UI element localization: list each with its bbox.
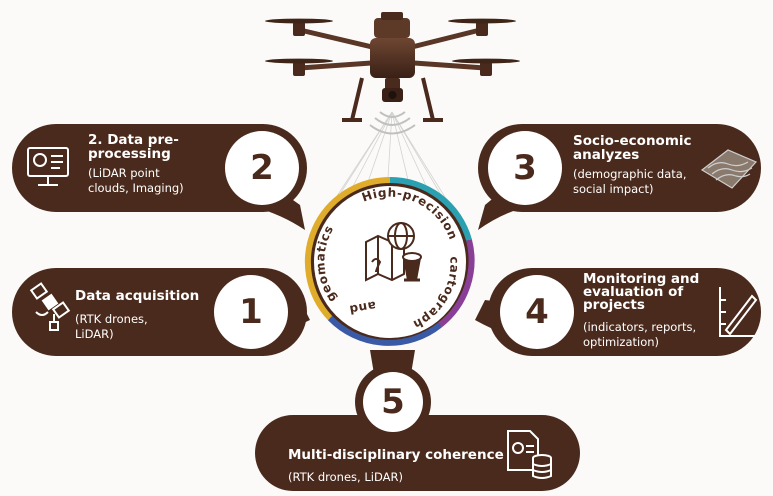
step-3-title: Socio-economic analyzes: [573, 133, 692, 163]
step-4-title: Monitoring and evaluation of projects: [583, 271, 700, 313]
hub-text-bottom: and: [348, 298, 377, 316]
step-2-subtitle: (LiDAR point clouds, Imaging): [88, 166, 184, 195]
ruler-square-icon: [719, 287, 758, 337]
step-3-subtitle: (demographic data, social impact): [573, 167, 687, 196]
document-database-icon: [507, 430, 552, 479]
step-5-number: 5: [381, 382, 405, 422]
terrain-map-icon: [700, 149, 758, 189]
step-1-subtitle: (RTK drones, LiDAR): [75, 312, 148, 341]
computer-monitor-icon: [27, 147, 69, 186]
step-3-number: 3: [513, 148, 537, 188]
map-globe-icon: [365, 222, 422, 282]
step-5-subtitle: (RTK drones, LiDAR): [288, 470, 403, 484]
step-5-card: [255, 364, 580, 491]
step-1-title: Data acquisition: [75, 288, 200, 304]
step-1-number: 1: [239, 292, 263, 332]
step-1-card: [12, 268, 307, 356]
drone-illustration: [265, 12, 520, 135]
step-2-number: 2: [250, 148, 274, 188]
step-4-subtitle: (indicators, reports, optimization): [583, 320, 697, 349]
step-2-card: [12, 124, 307, 212]
step-4-number: 4: [525, 292, 549, 332]
satellite-icon: [29, 282, 71, 331]
step-3-card: [478, 124, 761, 212]
step-2-title: 2. Data pre- processing: [88, 132, 179, 162]
step-4-card: [488, 268, 761, 356]
step-5-title: Multi-disciplinary coherence: [288, 447, 504, 463]
